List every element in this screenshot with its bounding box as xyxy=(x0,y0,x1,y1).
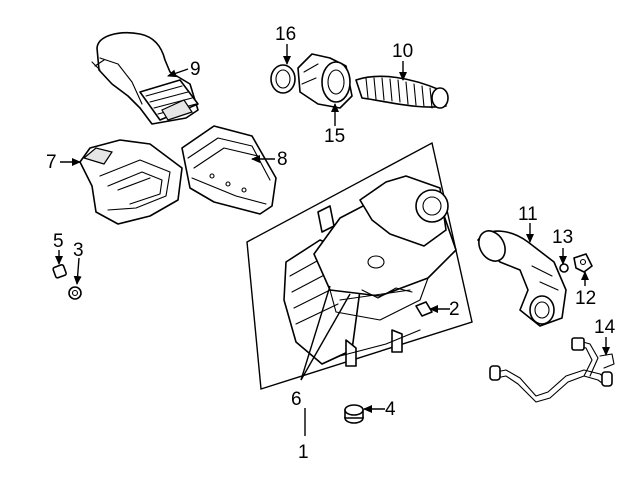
part-8-cover-duct xyxy=(181,125,277,215)
leader-lines xyxy=(55,44,610,436)
callout-6: 6 xyxy=(291,389,302,410)
air-cleaner-housing xyxy=(283,175,457,367)
part-13-plug xyxy=(559,263,569,273)
part-4-mount xyxy=(344,404,364,424)
callout-2: 2 xyxy=(449,299,460,320)
callout-15: 15 xyxy=(324,126,345,147)
part-12-fitting xyxy=(573,253,593,273)
part-1-assembly-frame xyxy=(246,141,473,390)
callout-labels: 1 2 3 4 5 6 7 8 9 10 11 12 13 14 15 16 xyxy=(46,24,616,463)
part-5-grommet xyxy=(52,264,67,279)
part-3-nut xyxy=(68,286,82,300)
callout-16: 16 xyxy=(275,24,296,45)
callout-10: 10 xyxy=(392,41,413,62)
callout-4: 4 xyxy=(385,399,396,420)
part-16-o-ring xyxy=(270,64,296,94)
callout-12: 12 xyxy=(575,288,596,309)
part-15-airflow-sensor xyxy=(297,53,353,109)
callout-1: 1 xyxy=(298,442,309,463)
callout-8: 8 xyxy=(277,149,288,170)
callout-14: 14 xyxy=(594,317,616,338)
callout-7: 7 xyxy=(46,152,57,173)
callout-11: 11 xyxy=(518,204,538,225)
part-7-duct-cover xyxy=(79,139,183,225)
callout-13: 13 xyxy=(552,227,573,248)
part-2-clip xyxy=(415,301,433,317)
part-14-vent-tube xyxy=(489,337,615,403)
part-10-bellows-hose xyxy=(355,75,449,109)
callout-3: 3 xyxy=(73,240,84,261)
part-11-outlet-duct xyxy=(477,230,567,327)
part-9-intake-duct xyxy=(91,32,199,125)
callout-9: 9 xyxy=(190,59,201,80)
callout-5: 5 xyxy=(53,231,64,252)
